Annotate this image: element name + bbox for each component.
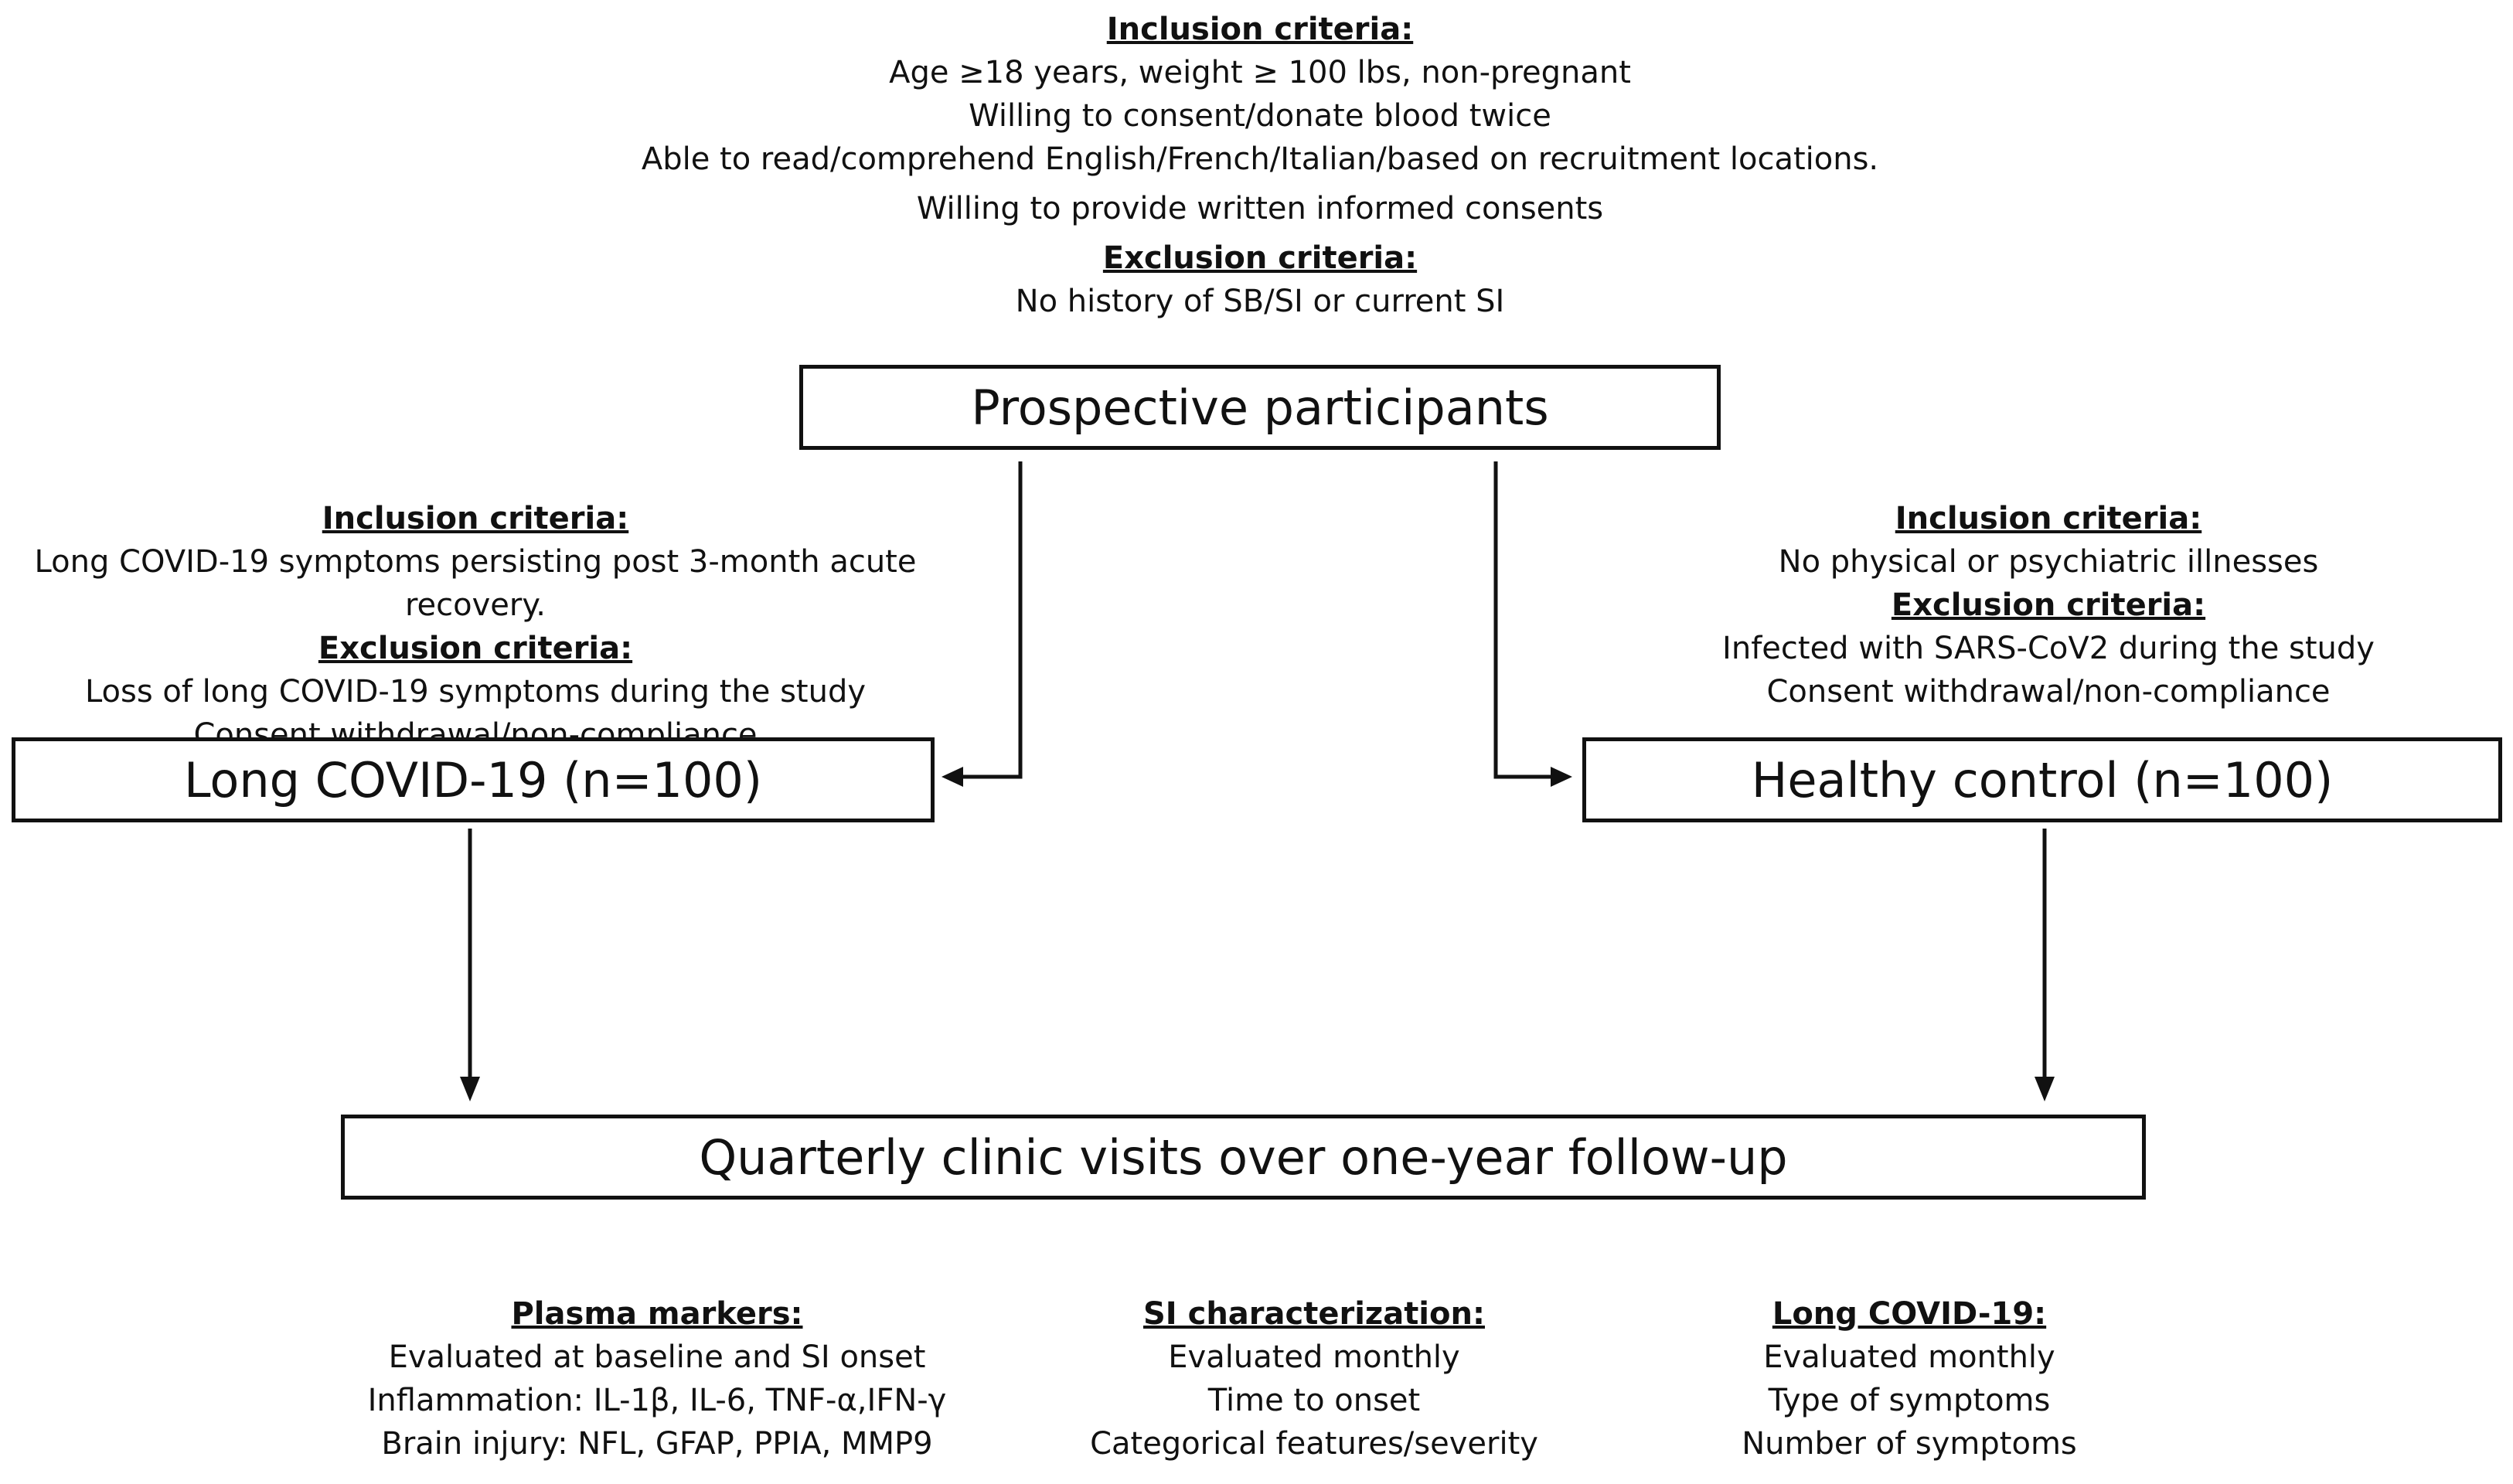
quarterly-visits-label: Quarterly clinic visits over one-year fo… — [699, 1128, 1788, 1186]
top-inclusion-line: Age ≥18 years, weight ≥ 100 lbs, non-pre… — [889, 55, 1631, 90]
long-covid-exclusion-line: Loss of long COVID-19 symptoms during th… — [84, 674, 867, 710]
healthy-control-criteria: Inclusion criteria: No physical or psych… — [1616, 497, 2481, 713]
long-covid-inclusion-heading: Inclusion criteria: — [322, 501, 629, 536]
long-covid-criteria: Inclusion criteria: Long COVID-19 sympto… — [31, 497, 920, 757]
top-inclusion-heading: Inclusion criteria: — [1106, 12, 1414, 47]
arrow-to-long-covid — [959, 461, 1023, 779]
long-covid-outcome-line: Evaluated monthly — [1763, 1339, 2055, 1375]
si-characterization-heading: SI characterization: — [1143, 1296, 1485, 1332]
healthy-exclusion-line: Consent withdrawal/non-compliance — [1766, 674, 2331, 710]
arrow-to-healthy — [1493, 461, 1554, 779]
plasma-markers-heading: Plasma markers: — [511, 1296, 803, 1332]
long-covid-outcome-line: Number of symptoms — [1742, 1426, 2077, 1462]
long-covid-outcome-block: Long COVID-19: Evaluated monthly Type of… — [1639, 1292, 2180, 1465]
prospective-participants-box: Prospective participants — [799, 365, 1721, 450]
long-covid-box: Long COVID-19 (n=100) — [12, 737, 935, 822]
top-inclusion-line: Willing to provide written informed cons… — [916, 191, 1604, 226]
quarterly-visits-box: Quarterly clinic visits over one-year fo… — [341, 1115, 2146, 1200]
long-covid-box-label: Long COVID-19 (n=100) — [183, 751, 763, 808]
long-covid-exclusion-heading: Exclusion criteria: — [318, 631, 633, 666]
plasma-markers-line: Evaluated at baseline and SI onset — [388, 1339, 926, 1375]
top-inclusion-line: Willing to consent/donate blood twice — [969, 98, 1551, 134]
healthy-inclusion-heading: Inclusion criteria: — [1895, 501, 2202, 536]
healthy-control-box: Healthy control (n=100) — [1582, 737, 2502, 822]
top-inclusion-line: Able to read/comprehend English/French/I… — [641, 141, 1879, 177]
plasma-markers-line: Inflammation: IL-1β, IL-6, TNF-α,IFN-γ — [367, 1383, 947, 1418]
long-covid-outcome-line: Type of symptoms — [1768, 1383, 2051, 1418]
long-covid-inclusion-line: recovery. — [404, 587, 547, 623]
si-characterization-line: Categorical features/severity — [1090, 1426, 1538, 1462]
healthy-inclusion-line: No physical or psychiatric illnesses — [1778, 544, 2319, 580]
long-covid-inclusion-line: Long COVID-19 symptoms persisting post 3… — [34, 544, 917, 580]
healthy-exclusion-line: Infected with SARS-CoV2 during the study — [1722, 631, 2375, 666]
healthy-control-box-label: Healthy control (n=100) — [1751, 751, 2334, 808]
si-characterization-line: Time to onset — [1207, 1383, 1421, 1418]
si-characterization-block: SI characterization: Evaluated monthly T… — [1005, 1292, 1623, 1465]
prospective-participants-label: Prospective participants — [971, 379, 1549, 436]
healthy-exclusion-heading: Exclusion criteria: — [1891, 587, 2206, 623]
si-characterization-line: Evaluated monthly — [1168, 1339, 1460, 1375]
plasma-markers-line: Brain injury: NFL, GFAP, PPIA, MMP9 — [381, 1426, 933, 1462]
top-criteria: Inclusion criteria: Age ≥18 years, weigh… — [603, 8, 1917, 323]
plasma-markers-block: Plasma markers: Evaluated at baseline an… — [271, 1292, 1044, 1465]
long-covid-outcome-heading: Long COVID-19: — [1772, 1296, 2047, 1332]
top-exclusion-heading: Exclusion criteria: — [1102, 240, 1418, 276]
top-exclusion-line: No history of SB/SI or current SI — [1015, 284, 1505, 319]
